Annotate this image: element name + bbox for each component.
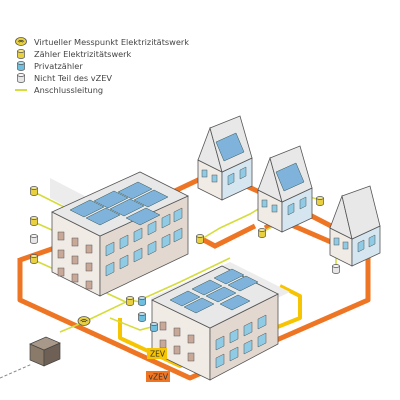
legend-item-virtual-meter: Virtueller Messpunkt Elektrizitätswerk — [14, 36, 274, 48]
legend-item-connection-line: Anschlussleitung — [14, 84, 274, 96]
legend-label: Zähler Elektrizitätswerk — [34, 48, 132, 59]
utility-meter-icon — [258, 228, 266, 238]
grid-feed-line — [0, 363, 33, 379]
excluded-meter-icon — [14, 72, 28, 83]
utility-meter-icon — [30, 186, 38, 196]
house-1 — [197, 115, 253, 201]
utility-meter-icon — [196, 234, 204, 244]
apartment-block-zev — [150, 262, 290, 381]
private-meter-icon — [14, 60, 28, 71]
private-meter-icon — [138, 296, 146, 306]
legend-label: Nicht Teil des vZEV — [34, 72, 113, 83]
apartment-block-large — [50, 171, 189, 297]
utility-meter-icon — [30, 216, 38, 226]
vzev-label: vZEV — [146, 371, 170, 382]
solar-panels-large — [69, 181, 169, 226]
legend: Virtueller Messpunkt Elektrizitätswerk Z… — [14, 36, 274, 96]
vzev-label-text: vZEV — [149, 373, 169, 382]
utility-meter-icon — [126, 296, 134, 306]
utility-meter-icon — [316, 196, 324, 206]
zev-label: ZEV — [147, 348, 167, 359]
connection-line-icon — [14, 85, 28, 95]
utility-meter-icon — [14, 48, 28, 59]
solar-panels-house-1 — [215, 132, 245, 162]
private-meter-icon — [138, 312, 146, 322]
transformer-station — [29, 336, 61, 367]
utility-meter-icon — [30, 254, 38, 264]
house-3 — [329, 185, 381, 267]
virtual-meter-icon — [77, 316, 91, 326]
legend-item-utility-meter: Zähler Elektrizitätswerk — [14, 48, 274, 60]
legend-label: Virtueller Messpunkt Elektrizitätswerk — [34, 36, 190, 47]
virtual-meter-icon — [14, 37, 28, 47]
zev-label-text: ZEV — [150, 350, 166, 359]
excluded-meter-icon — [332, 264, 340, 274]
private-meter-icon — [150, 322, 158, 332]
legend-item-private-meter: Privatzähler — [14, 60, 274, 72]
excluded-meter-icon — [30, 234, 38, 244]
solar-panels-zev — [169, 268, 259, 314]
vzev-link-line — [198, 223, 257, 249]
legend-item-excluded-meter: Nicht Teil des vZEV — [14, 72, 274, 84]
legend-label: Privatzähler — [34, 60, 83, 71]
house-2 — [257, 145, 313, 233]
legend-label: Anschlussleitung — [34, 84, 104, 95]
meters — [30, 186, 340, 332]
solar-panels-house-2 — [275, 162, 305, 192]
